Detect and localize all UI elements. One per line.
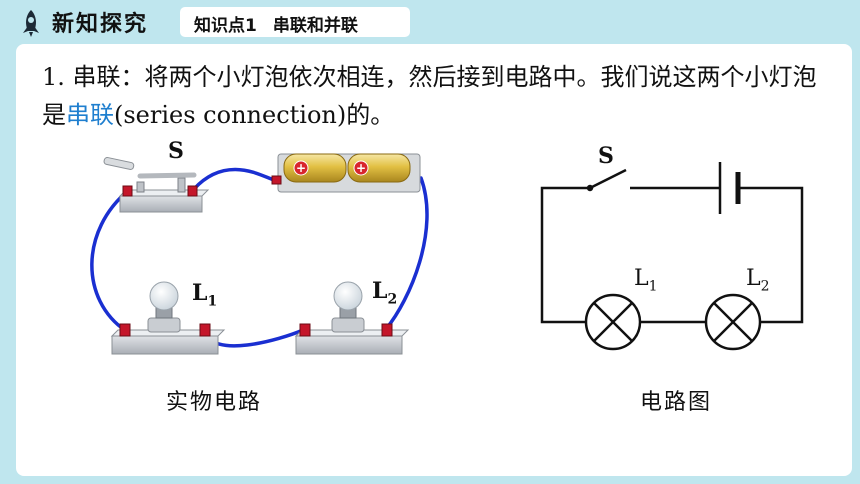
schematic-switch-label: S	[598, 143, 614, 169]
lamp-2	[294, 281, 410, 355]
schematic-lamp-1	[584, 293, 642, 351]
topic-number: 知识点1	[194, 16, 257, 36]
text-part-a: ：将两个小灯泡依次相连，然后接到电路中。我们说这两个小灯泡是	[42, 63, 817, 129]
text-part-b: (series connection)的。	[114, 101, 395, 129]
schematic-lamp2-label: L2	[746, 266, 770, 295]
term: 串联	[72, 63, 121, 91]
physical-lamp1-label: L1	[192, 280, 218, 310]
topic-name: 串联和并联	[272, 16, 358, 36]
topic-chip: 知识点1 串联和并联	[180, 7, 410, 37]
wire-battery-lamp2	[384, 176, 429, 331]
rocket-icon	[23, 10, 39, 37]
battery-mark-1: +	[296, 161, 306, 175]
definition-text: 1. 串联：将两个小灯泡依次相连，然后接到电路中。我们说这两个小灯泡是串联(se…	[42, 58, 832, 134]
highlight-term: 串联	[66, 101, 114, 129]
wire-switch-lamp1	[90, 188, 131, 333]
wire-switch-battery	[192, 167, 278, 191]
schematic-wire-left	[540, 186, 590, 324]
physical-circuit-caption: 实物电路	[166, 390, 263, 415]
schematic-lamp1-label: L1	[634, 266, 658, 295]
lamp-1	[110, 281, 226, 355]
physical-switch-label: S	[168, 138, 184, 164]
section-title: 新知探究	[52, 12, 149, 37]
item-number: 1.	[42, 63, 65, 91]
physical-lamp2-label: L2	[372, 278, 398, 308]
knife-switch	[103, 157, 210, 213]
schematic-caption: 电路图	[640, 390, 713, 415]
content-panel	[16, 44, 852, 476]
schematic-lamp-2	[704, 293, 762, 351]
schematic-diagram	[540, 162, 804, 351]
battery-pack: + +	[271, 153, 421, 193]
battery-mark-2: +	[356, 161, 366, 175]
